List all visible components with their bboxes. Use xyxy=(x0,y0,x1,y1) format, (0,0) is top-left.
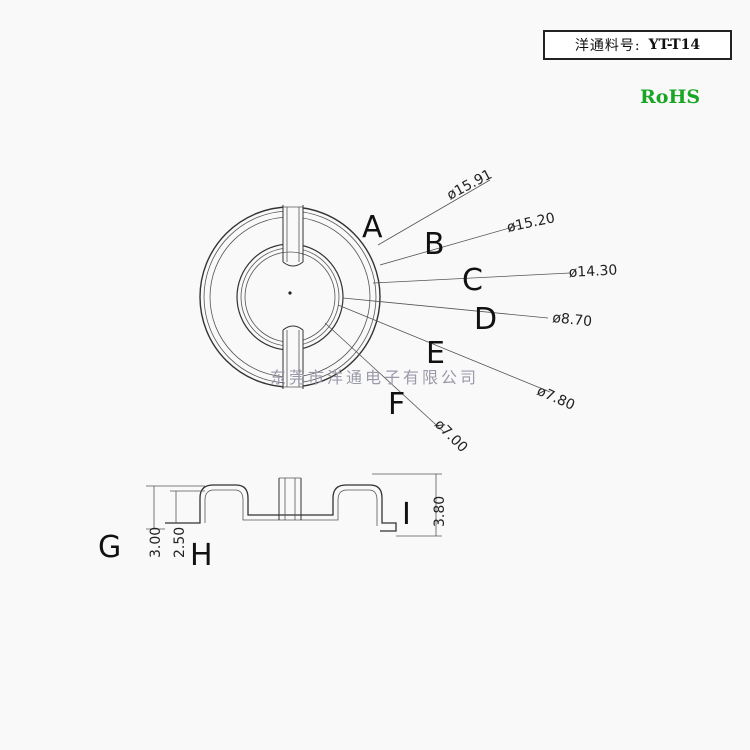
part-number-value: YT-T14 xyxy=(648,37,701,53)
bottom-tab xyxy=(282,325,304,389)
label-h: H xyxy=(190,538,213,573)
leader-c xyxy=(372,272,571,284)
label-i: I xyxy=(402,497,411,532)
leader-b xyxy=(379,224,521,266)
rohs-mark: RoHS xyxy=(640,86,701,108)
dim-d: ø8.70 xyxy=(552,310,593,330)
leader-a xyxy=(377,179,491,246)
label-d: D xyxy=(474,302,497,337)
label-b: B xyxy=(424,227,445,262)
label-f: F xyxy=(388,387,405,422)
leader-f xyxy=(324,322,446,434)
label-c: C xyxy=(462,263,483,298)
dim-f: ø7.00 xyxy=(431,417,470,456)
center-point xyxy=(288,291,292,295)
dim-b: ø15.20 xyxy=(506,210,557,236)
leader-d xyxy=(342,297,549,319)
label-a: A xyxy=(362,210,383,245)
part-number-label: 洋通料号: xyxy=(574,38,641,54)
top-view: A B C D E F ø15.91 ø15.20 ø14.30 ø8.70 ø… xyxy=(199,167,618,456)
inner-ring-e xyxy=(240,247,340,347)
dim-c: ø14.30 xyxy=(568,262,617,281)
company-watermark: 东莞市洋通电子有限公司 xyxy=(270,368,479,387)
top-tab xyxy=(282,205,304,267)
part-number-box: 洋通料号: YT-T14 xyxy=(543,30,732,60)
label-g: G xyxy=(98,530,121,565)
dim-a: ø15.91 xyxy=(444,167,494,204)
dim-e: ø7.80 xyxy=(534,383,577,414)
dim-i: 3.80 xyxy=(432,496,448,527)
dim-h: 2.50 xyxy=(172,527,188,558)
leader-e xyxy=(337,304,551,393)
label-e: E xyxy=(426,336,445,371)
side-view: 3.00 G 2.50 H 3.80 I xyxy=(98,473,448,573)
dim-g: 3.00 xyxy=(148,527,164,558)
